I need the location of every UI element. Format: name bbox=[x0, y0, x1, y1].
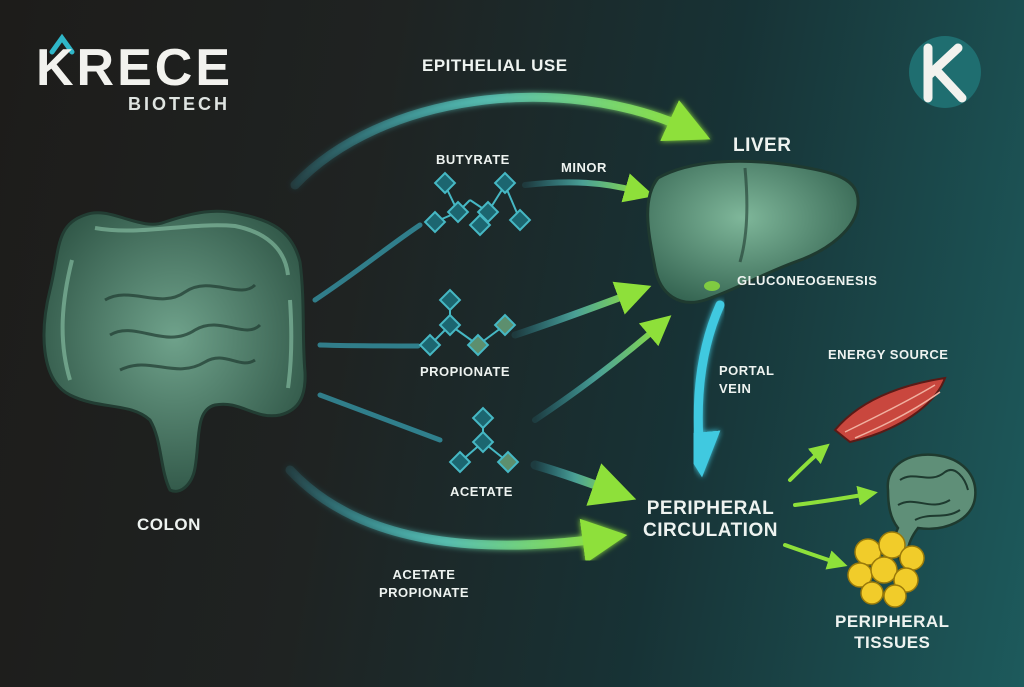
label-acetate: ACETATE bbox=[450, 484, 513, 499]
label-butyrate: BUTYRATE bbox=[436, 152, 510, 167]
colon-icon bbox=[42, 209, 307, 493]
label-propionate: PROPIONATE bbox=[420, 364, 510, 379]
krece-k-badge-icon bbox=[909, 36, 981, 108]
arrow-to-brain bbox=[793, 485, 878, 507]
liver-icon bbox=[646, 159, 860, 304]
arrow-portal-vein bbox=[675, 300, 725, 478]
label-minor: MINOR bbox=[561, 160, 607, 175]
arrow-colon-to-butyrate bbox=[312, 222, 423, 303]
brand-subtitle: BIOTECH bbox=[128, 94, 230, 114]
brand-name: KRECE bbox=[36, 39, 234, 97]
label-gluconeogenesis: GLUCONEOGENESIS bbox=[737, 273, 878, 288]
butyrate-molecule-icon bbox=[423, 171, 532, 237]
label-liver: LIVER bbox=[733, 135, 792, 156]
label-peripheral-circulation: PERIPHERAL CIRCULATION bbox=[643, 498, 778, 541]
arrow-epithelial-use bbox=[290, 92, 711, 190]
acetate-molecule-icon bbox=[448, 406, 520, 474]
arrow-acetate-to-circulation bbox=[530, 460, 637, 506]
arrow-colon-to-acetate bbox=[317, 392, 443, 443]
arrow-acetate-to-liver bbox=[532, 315, 672, 423]
label-peripheral-tissues: PERIPHERAL TISSUES bbox=[835, 612, 950, 652]
propionate-molecule-icon bbox=[418, 288, 517, 357]
label-epithelial-use: EPITHELIAL USE bbox=[422, 56, 568, 75]
arrow-colon-to-propionate bbox=[317, 342, 421, 349]
brain-icon bbox=[886, 453, 977, 570]
krece-k-icon bbox=[49, 33, 75, 55]
fat-cells-icon bbox=[847, 531, 925, 608]
label-colon: COLON bbox=[137, 515, 201, 534]
label-portal-vein: PORTAL VEIN bbox=[719, 363, 775, 396]
arrow-butyrate-to-liver bbox=[522, 173, 655, 203]
brand-logo: KRECE BIOTECH bbox=[36, 39, 234, 114]
arrow-acetate-propionate-direct bbox=[285, 465, 628, 564]
label-energy-source: ENERGY SOURCE bbox=[828, 347, 949, 362]
flow-arrows bbox=[285, 92, 878, 570]
label-acetate-propionate: ACETATE PROPIONATE bbox=[379, 567, 469, 600]
muscle-icon bbox=[833, 376, 947, 444]
arrow-propionate-to-liver bbox=[511, 281, 652, 339]
arrow-to-muscle bbox=[788, 443, 830, 482]
arrow-to-fat bbox=[783, 543, 848, 570]
